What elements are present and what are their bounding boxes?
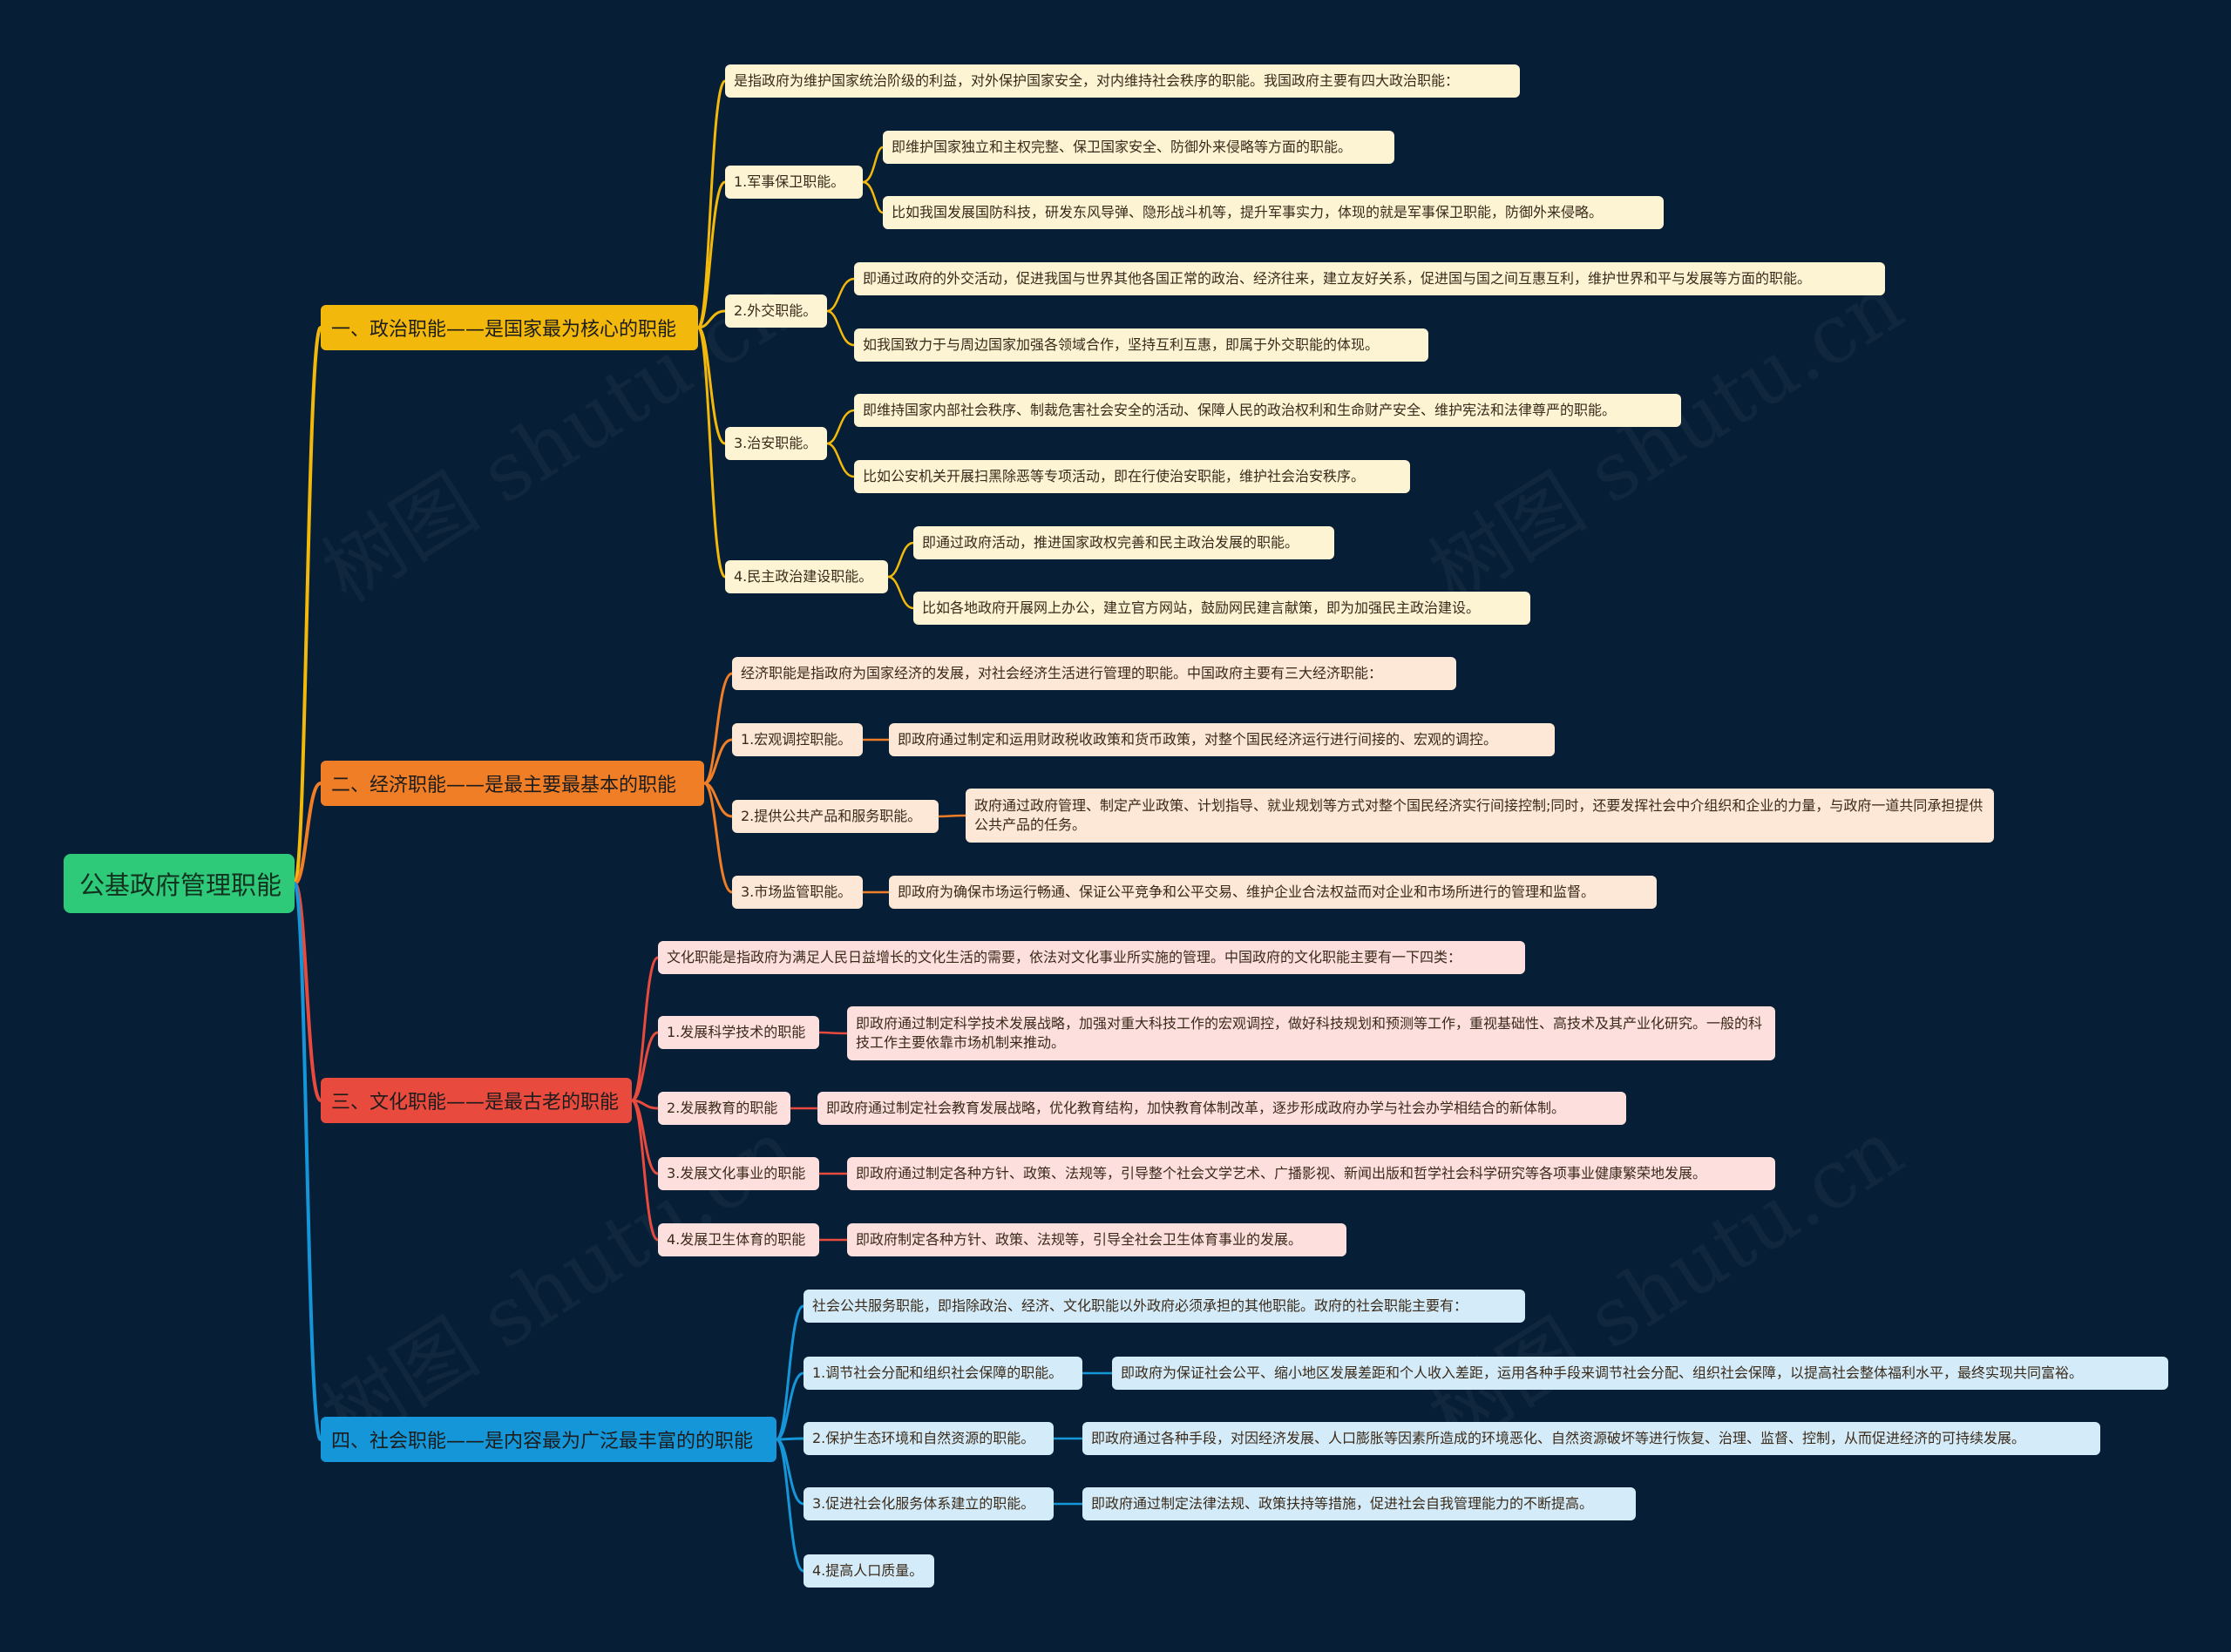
connector-line — [631, 1099, 659, 1175]
connector-line — [887, 575, 914, 610]
political-item-military[interactable]: 1.军事保卫职能。 — [725, 166, 863, 199]
connector-line — [703, 738, 733, 785]
political-item-diplomacy[interactable]: 2.外交职能。 — [725, 295, 827, 328]
economic-intro[interactable]: 经济职能是指政府为国家经济的发展，对社会经济生活进行管理的职能。中国政府主要有三… — [732, 657, 1456, 690]
branch-cultural[interactable]: 三、文化职能——是最古老的职能 — [321, 1078, 632, 1123]
science-detail[interactable]: 即政府通过制定科学技术发展战略，加强对重大科技工作的宏观调控，做好科技规划和预测… — [847, 1006, 1775, 1060]
connector-line — [776, 1371, 804, 1441]
connector-line — [293, 782, 322, 885]
cultural-item-science[interactable]: 1.发展科学技术的职能 — [658, 1016, 819, 1049]
cultural-item-education[interactable]: 2.发展教育的职能 — [658, 1092, 790, 1125]
connector-line — [703, 672, 733, 785]
connector-line — [775, 1304, 804, 1441]
connector-line — [818, 1031, 848, 1035]
political-item-security[interactable]: 3.治安职能。 — [725, 427, 827, 460]
ecology-detail[interactable]: 即政府通过各种手段，对因经济发展、人口膨胀等因素所造成的环境恶化、自然资源破坏等… — [1082, 1422, 2100, 1455]
social-item-population[interactable]: 4.提高人口质量。 — [804, 1554, 934, 1588]
services-detail[interactable]: 即政府通过制定法律法规、政策扶持等措施，促进社会自我管理能力的不断提高。 — [1082, 1487, 1636, 1520]
connector-line — [826, 442, 855, 478]
economic-item-macro[interactable]: 1.宏观调控职能。 — [732, 723, 863, 756]
democracy-detail-2[interactable]: 比如各地政府开展网上办公，建立官方网站，鼓励网民建言献策，即为加强民主政治建设。 — [913, 592, 1530, 625]
connector-line — [887, 541, 914, 579]
connector-line — [697, 309, 726, 329]
connector-line — [630, 956, 659, 1102]
education-detail[interactable]: 即政府通过制定社会教育发展战略，优化教育结构，加快教育体制改革，逐步形成政府办学… — [817, 1092, 1626, 1125]
democracy-detail-1[interactable]: 即通过政府活动，推进国家政权完善和民主政治发展的职能。 — [913, 526, 1334, 559]
branch-political[interactable]: 一、政治职能——是国家最为核心的职能 — [321, 305, 698, 350]
diplomacy-detail-2[interactable]: 如我国致力于与周边国家加强各领域合作，坚持互利互惠，即属于外交职能的体现。 — [854, 328, 1428, 362]
economic-item-market[interactable]: 3.市场监管职能。 — [732, 876, 863, 909]
connector-line — [630, 1099, 659, 1242]
branch-social[interactable]: 四、社会职能——是内容最为广泛最丰富的的职能 — [321, 1417, 776, 1462]
connector-line — [826, 309, 855, 347]
root-node[interactable]: 公基政府管理职能 — [64, 854, 295, 913]
public-goods-detail[interactable]: 政府通过政府管理、制定产业政策、计划指导、就业规划等方式对整个国民经济实行间接控… — [966, 789, 1994, 843]
social-item-ecology[interactable]: 2.保护生态环境和自然资源的职能。 — [804, 1422, 1054, 1455]
connector-line — [293, 882, 322, 1441]
connector-line — [293, 326, 322, 885]
cultural-item-health[interactable]: 4.发展卫生体育的职能 — [658, 1223, 819, 1256]
diplomacy-detail-1[interactable]: 即通过政府的外交活动，促进我国与世界其他各国正常的政治、经济往来，建立友好关系，… — [854, 262, 1885, 295]
social-intro[interactable]: 社会公共服务职能，即指除政治、经济、文化职能以外政府必须承担的其他职能。政府的社… — [804, 1290, 1525, 1323]
social-item-services[interactable]: 3.促进社会化服务体系建立的职能。 — [804, 1487, 1054, 1520]
branch-economic[interactable]: 二、经济职能——是最主要最基本的职能 — [321, 761, 704, 806]
political-item-democracy[interactable]: 4.民主政治建设职能。 — [725, 560, 888, 593]
connector-line — [826, 409, 855, 445]
economic-item-public-goods[interactable]: 2.提供公共产品和服务职能。 — [732, 800, 939, 833]
connector-line — [775, 1438, 804, 1573]
connector-line — [703, 782, 733, 894]
distribution-detail[interactable]: 即政府为保证社会公平、缩小地区发展差距和个人收入差距，运用各种手段来调节社会分配… — [1112, 1357, 2168, 1390]
connector-line — [696, 326, 727, 579]
connector-line — [826, 277, 855, 313]
culture-detail[interactable]: 即政府通过制定各种方针、政策、法规等，引导整个社会文学艺术、广播影视、新闻出版和… — [847, 1157, 1775, 1190]
macro-detail[interactable]: 即政府通过制定和运用财政税收政策和货币政策，对整个国民经济运行进行间接的、宏观的… — [889, 723, 1555, 756]
health-detail[interactable]: 即政府制定各种方针、政策、法规等，引导全社会卫生体育事业的发展。 — [847, 1223, 1346, 1256]
market-detail[interactable]: 即政府为确保市场运行畅通、保证公平竞争和公平交易、维护企业合法权益而对企业和市场… — [889, 876, 1657, 909]
cultural-item-culture[interactable]: 3.发展文化事业的职能 — [658, 1157, 819, 1190]
social-item-distribution[interactable]: 1.调节社会分配和组织社会保障的职能。 — [804, 1357, 1082, 1390]
connector-line — [862, 180, 884, 214]
connector-line — [696, 180, 726, 329]
political-intro[interactable]: 是指政府为维护国家统治阶级的利益，对外保护国家安全，对内维持社会秩序的职能。我国… — [725, 64, 1520, 98]
military-detail-1[interactable]: 即维护国家独立和主权完整、保卫国家安全、防御外来侵略等方面的职能。 — [883, 131, 1394, 164]
connector-line — [696, 79, 727, 329]
military-detail-2[interactable]: 比如我国发展国防科技，研发东风导弹、隐形战斗机等，提升军事实力，体现的就是军事保… — [883, 196, 1664, 229]
security-detail-1[interactable]: 即维持国家内部社会秩序、制裁危害社会安全的活动、保障人民的政治权利和生命财产安全… — [854, 394, 1681, 427]
connector-line — [862, 146, 884, 184]
security-detail-2[interactable]: 比如公安机关开展扫黑除恶等专项活动，即在行使治安职能，维护社会治安秩序。 — [854, 460, 1410, 493]
connector-line — [631, 1031, 659, 1102]
cultural-intro[interactable]: 文化职能是指政府为满足人民日益增长的文化生活的需要，依法对文化事业所实施的管理。… — [658, 941, 1525, 974]
